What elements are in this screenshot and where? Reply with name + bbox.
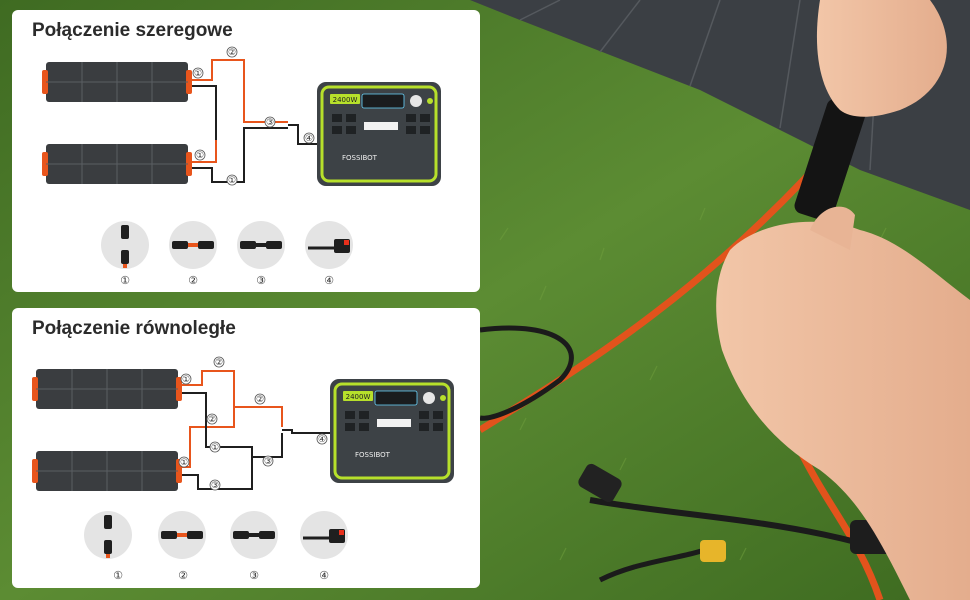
device-badge: 2400W	[346, 393, 371, 401]
upper-hand	[816, 0, 947, 117]
series-marker-2: ②	[228, 48, 236, 58]
power-station: 2400W FOSSIBOT	[317, 82, 441, 186]
parallel-marker-8: ④	[318, 435, 326, 445]
legend-label-4: ④	[324, 274, 334, 287]
parallel-diagram: ① ② ② ② ① ① ③ ④ ③ 2400W	[32, 356, 454, 582]
parallel-marker-9: ③	[211, 481, 219, 491]
solar-panel-2	[32, 451, 182, 491]
series-marker-4: ①	[228, 176, 236, 186]
series-marker-6: ④	[305, 134, 313, 144]
section-title: Połączenie szeregowe	[32, 20, 233, 41]
legend-label-2: ②	[188, 274, 198, 287]
legend-label-1: ①	[113, 569, 123, 582]
parallel-marker-6: ①	[180, 458, 188, 468]
lower-hand	[716, 221, 970, 600]
series-marker-3: ①	[196, 151, 204, 161]
device-brand: FOSSIBOT	[355, 451, 391, 459]
parallel-marker-4: ②	[208, 415, 216, 425]
parallel-marker-2: ②	[215, 358, 223, 368]
series-connection-card: ① ② ① ① ③ ④ 2400W	[12, 10, 480, 292]
series-diagram: ① ② ① ① ③ ④ 2400W	[42, 46, 441, 287]
connector-legend	[101, 221, 353, 269]
legend-label-4: ④	[319, 569, 329, 582]
device-brand: FOSSIBOT	[342, 154, 378, 162]
parallel-marker-3: ②	[256, 395, 264, 405]
parallel-connection-card: ① ② ② ② ① ① ③ ④ ③ 2400W	[12, 308, 480, 588]
legend-label-3: ③	[256, 274, 266, 287]
connector-legend	[84, 511, 348, 559]
device-badge: 2400W	[333, 96, 358, 104]
section-title: Połączenie równoległe	[32, 318, 236, 339]
parallel-marker-1: ①	[182, 375, 190, 385]
solar-panel-1	[42, 62, 192, 102]
parallel-marker-7: ③	[264, 457, 272, 467]
solar-panel-1	[32, 369, 182, 409]
solar-panel-2	[42, 144, 192, 184]
series-marker-5: ③	[266, 118, 274, 128]
power-station: 2400W FOSSIBOT	[330, 379, 454, 483]
legend-label-3: ③	[249, 569, 259, 582]
black-cable-photo	[479, 325, 574, 421]
parallel-marker-5: ①	[211, 443, 219, 453]
series-marker-1: ①	[194, 69, 202, 79]
legend-label-2: ②	[178, 569, 188, 582]
legend-label-1: ①	[120, 274, 130, 287]
